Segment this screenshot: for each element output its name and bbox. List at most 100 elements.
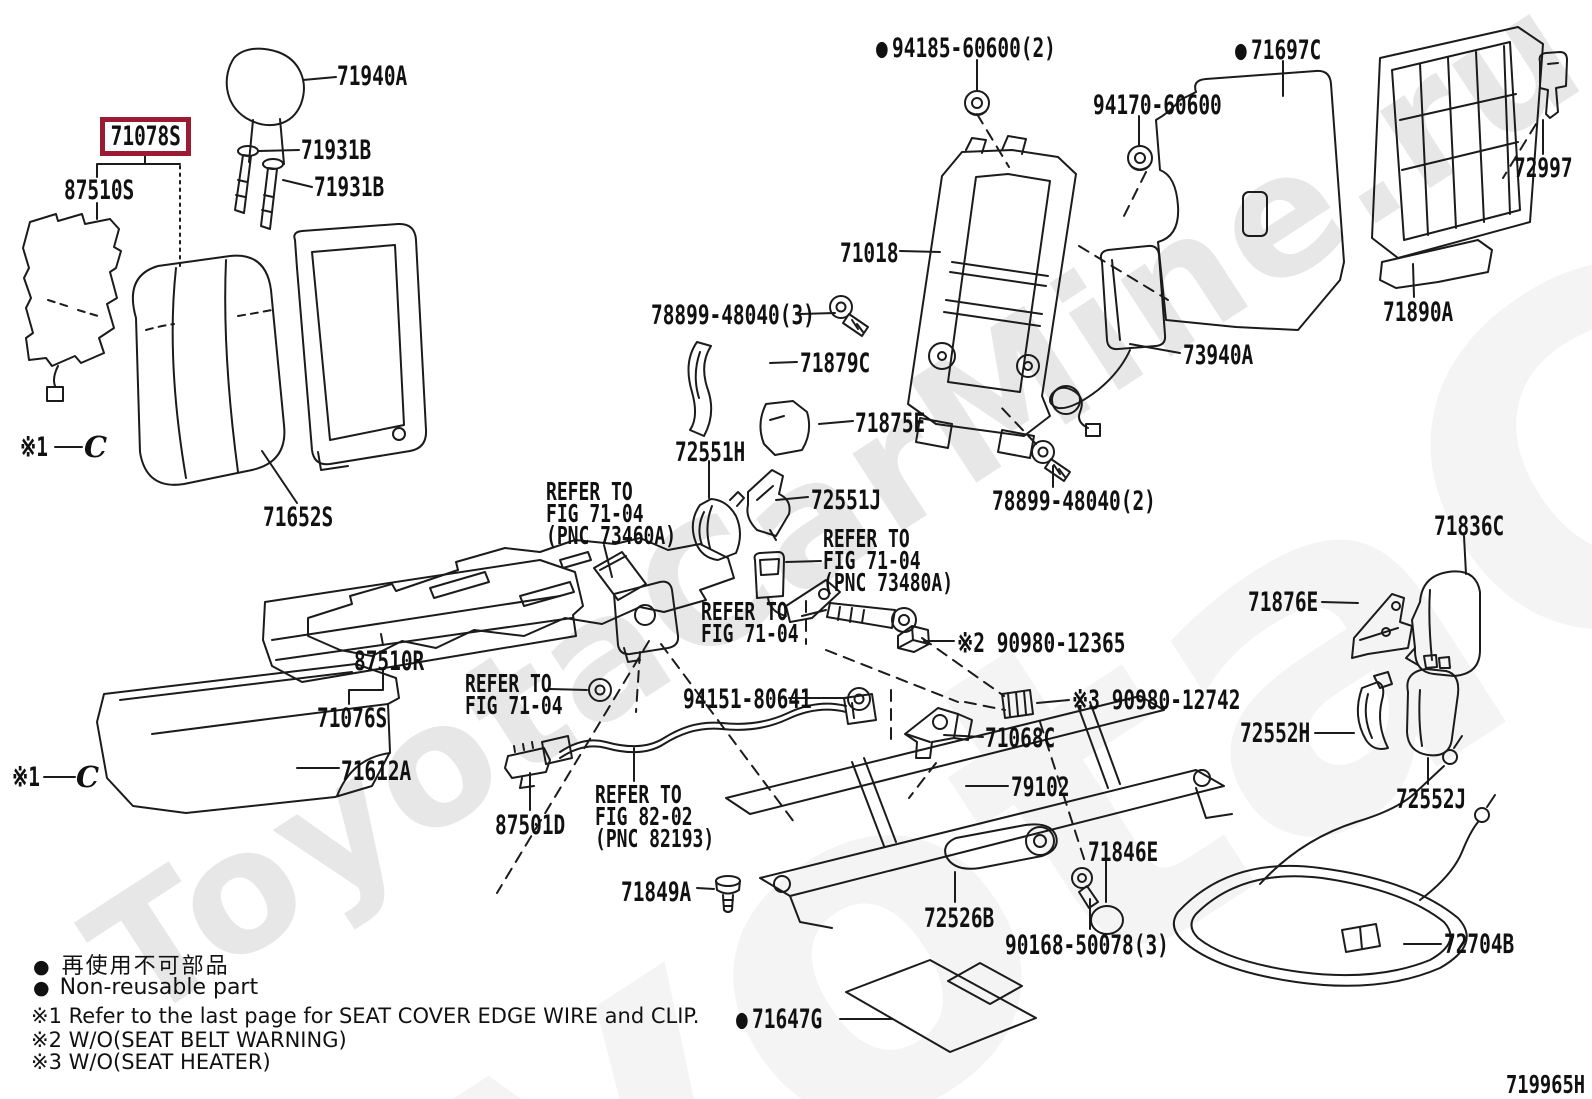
part-label-87501D: 87501D <box>495 810 566 841</box>
part-label-72526B: 72526B <box>924 903 995 934</box>
part-label-94170-60600: 94170-60600 <box>1093 90 1222 121</box>
connector-90980-12742-drawing <box>1001 689 1034 719</box>
belt-buckle-drawing <box>753 551 841 623</box>
grommet-fig7104-drawing <box>588 678 612 702</box>
cushion-foam-drawing <box>262 559 584 683</box>
part-label-71652S: 71652S <box>263 502 334 533</box>
legend-bullet-icon: ● <box>33 956 52 978</box>
part-label-71846E: 71846E <box>1088 837 1159 868</box>
seatback-heater-pad-drawing <box>22 213 122 402</box>
seatback-cover-drawing <box>131 254 286 486</box>
note-mark-1a: ※1 <box>20 432 49 463</box>
leader-lines <box>43 59 1544 1020</box>
screw-90168-drawing <box>1071 867 1099 909</box>
nut-94185-drawing <box>964 90 990 116</box>
seatback-frame-drawing <box>907 135 1077 459</box>
part-label-71018: 71018 <box>840 238 899 269</box>
cushion-heater-pad-drawing <box>307 537 735 657</box>
refer-note-fig71-04-pnc73480A: REFER TO FIG 71-04 (PNC 73480A) <box>823 524 954 597</box>
part-label-73940A: 73940A <box>1183 340 1254 371</box>
assembly-dashed-lines <box>496 113 1537 894</box>
part-label-71890A: 71890A <box>1383 297 1454 328</box>
part-label-72997: 72997 <box>1514 153 1573 184</box>
part-label-72552J: 72552J <box>1396 784 1467 815</box>
part-label-90980-12742: ※3 90980-12742 <box>1072 685 1241 716</box>
part-label-71068C: 71068C <box>985 723 1056 754</box>
hinge-71068C-drawing <box>904 707 973 759</box>
note-mark-1b: ※1 <box>12 762 41 793</box>
part-label-71875E: 71875E <box>855 408 926 439</box>
grommet-94151-drawing <box>847 687 871 711</box>
part-label-71876E: 71876E <box>1248 587 1319 618</box>
refer-note-fig71-04-a: REFER TO FIG 71-04 <box>465 669 563 720</box>
belt-retractor-drawing <box>593 551 680 663</box>
cable-72704B-drawing <box>1172 735 1496 987</box>
part-label-87510S: 87510S <box>64 175 135 206</box>
legend-non-reusable-jp: ●再使用不可部品 <box>33 954 230 979</box>
belt-guide-trim-71879C-drawing <box>687 341 713 437</box>
seat-adjuster-drawing <box>725 695 1233 929</box>
legend-bullet-icon: ● <box>33 977 50 999</box>
cover-72551J-drawing <box>746 469 791 541</box>
silencer-mats-drawing <box>845 959 1037 1053</box>
airbag-unit-drawing <box>1049 244 1167 437</box>
legend-note-3: ※3 W/O(SEAT HEATER) <box>31 1050 271 1074</box>
bracket-71876E-drawing <box>1351 593 1413 659</box>
part-label-71697C: ●71697C <box>1235 35 1322 66</box>
trim-71875E-drawing <box>759 400 811 456</box>
callout-letter-c-1: C <box>84 430 108 464</box>
part-label-90980-12365: ※2 90980-12365 <box>957 628 1126 659</box>
part-label-71931B-1: 71931B <box>301 135 372 166</box>
non-reusable-bullet: ● <box>1235 35 1247 66</box>
part-label-72551H: 72551H <box>675 437 746 468</box>
seatback-shell-drawing <box>293 222 428 471</box>
legend-non-reusable-en: ●Non-reusable part <box>33 975 259 1000</box>
part-label-79102: 79102 <box>1011 772 1070 803</box>
belt-guide-72551H-drawing <box>691 491 745 561</box>
cushion-cover-drawing <box>96 663 400 814</box>
part-label-72551J: 72551J <box>811 485 882 516</box>
part-label-71931B-2: 71931B <box>314 172 385 203</box>
headrest-drawing <box>225 47 305 165</box>
pad-71836C-drawing <box>1405 570 1481 677</box>
seatback-board-drawing <box>1371 26 1544 289</box>
part-label-71940A: 71940A <box>337 61 408 92</box>
refer-note-fig82-02: REFER TO FIG 82-02 (PNC 82193) <box>595 780 715 853</box>
non-reusable-bullet: ● <box>736 1004 748 1035</box>
screw-71849A-drawing <box>715 875 741 913</box>
refer-note-fig71-04-b: REFER TO FIG 71-04 <box>701 597 799 648</box>
nut-94170-drawing <box>1127 145 1153 171</box>
legend-note-2: ※2 W/O(SEAT BELT WARNING) <box>31 1028 347 1052</box>
part-label-72704B: 72704B <box>1444 929 1515 960</box>
part-label-90168-50078: 90168-50078(3) <box>1005 930 1169 961</box>
part-label-71612A: 71612A <box>341 756 412 787</box>
headrest-support-pins <box>234 145 284 230</box>
callout-letter-c-2: C <box>76 760 100 794</box>
anchor-bolt-drawing <box>826 602 917 633</box>
lever-72526B-drawing <box>944 823 1058 870</box>
part-label-87510R: 87510R <box>354 646 425 677</box>
part-label-94151-80641: 94151-80641 <box>683 684 812 715</box>
part-label-71078S: 71078S <box>110 121 181 152</box>
part-label-78899-48040-3: 78899-48040(3) <box>651 300 815 331</box>
part-label-72552H: 72552H <box>1240 718 1311 749</box>
headrest-guide-72997-drawing <box>1538 51 1568 119</box>
figure-code: 719965H <box>1506 1070 1586 1099</box>
wire-harness-drawing <box>541 693 877 765</box>
legend-note-1: ※1 Refer to the last page for SEAT COVER… <box>31 1004 700 1028</box>
part-label-94185-60600: ●94185-60600(2) <box>876 33 1056 64</box>
screw-78899-3-drawing <box>829 295 869 337</box>
part-label-71836C: 71836C <box>1434 511 1505 542</box>
non-reusable-bullet: ● <box>876 33 888 64</box>
bracket-72552H-drawing <box>1356 671 1393 750</box>
part-label-78899-48040-2: 78899-48040(2) <box>992 486 1156 517</box>
part-label-71879C: 71879C <box>800 348 871 379</box>
part-label-71076S: 71076S <box>317 703 388 734</box>
refer-note-fig71-04-pnc73460A: REFER TO FIG 71-04 (PNC 73460A) <box>546 477 677 550</box>
screw-78899-2-drawing <box>1031 440 1071 482</box>
part-label-71849A: 71849A <box>621 877 692 908</box>
highlight-box-71078S: 71078S <box>100 117 191 156</box>
seatback-pad-panel-drawing <box>1155 69 1345 331</box>
